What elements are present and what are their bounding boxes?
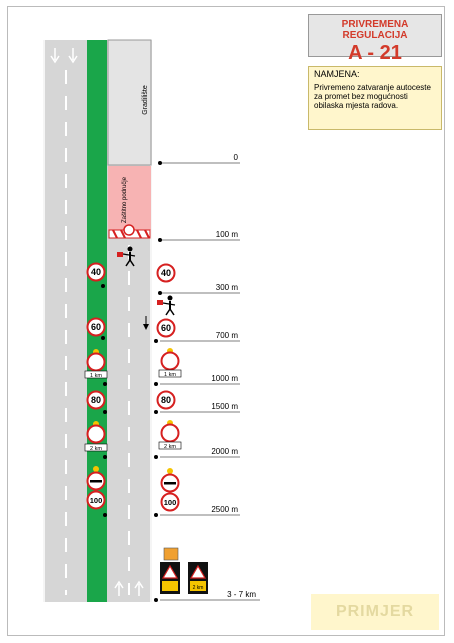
speed-limit-sign: 40 [86,262,106,282]
svg-text:1 km: 1 km [164,372,176,378]
distance-labels: 0 100 m 300 m 700 m 1000 m 1500 m 2000 m… [211,153,256,599]
speed-limit-sign: 60 [156,318,176,338]
svg-text:80: 80 [161,395,171,405]
distance-lines [160,162,260,601]
no-overtaking-sign: 1 km [84,349,108,379]
page-frame [7,6,445,636]
flagman-icon [117,246,136,267]
no-overtaking-sign: 2 km [158,420,182,450]
no-entry-sign [86,466,106,491]
no-overtaking-sign: 2 km [84,421,108,452]
svg-text:40: 40 [91,267,101,277]
distance-label: 3 - 7 km [227,590,256,599]
worksite-label: Gradilište [142,85,149,115]
title-box: PRIVREMENA REGULACIJA A - 21 [308,14,442,64]
svg-text:1 km: 1 km [90,373,102,379]
distance-label: 1500 m [211,402,238,411]
speed-limit-sign: 80 [86,390,106,410]
title-text: PRIVREMENA REGULACIJA [341,19,409,41]
speed-limit-sign: 60 [86,317,106,337]
purpose-text: Privremeno zatvaranje autoceste za prome… [314,83,431,110]
distance-label: 2000 m [211,447,238,456]
svg-text:40: 40 [161,268,171,278]
example-stamp: PRIMJER [311,594,439,630]
distance-label: 100 m [216,230,239,239]
no-entry-sign [160,468,180,493]
speed-limit-sign: 100 [160,492,180,512]
flagman-icon [157,295,176,316]
protected-zone-label: Zaštitno područje [122,176,128,223]
lane-arrow-icon [114,580,144,596]
svg-text:100: 100 [164,498,177,507]
purpose-box: NAMJENA: Privremeno zatvaranje autoceste… [308,66,442,130]
no-overtaking-sign: 1 km [158,348,182,378]
speed-limit-sign: 40 [156,263,176,283]
closed-road-sign-icon [123,224,135,236]
speed-limit-sign: 100 [86,490,106,510]
svg-text:60: 60 [161,323,171,333]
worksite-area [107,39,152,166]
scheme-code: A - 21 [348,42,402,64]
svg-text:100: 100 [90,496,103,505]
vms-trailer-icon [160,547,180,594]
distance-label: 0 [234,153,239,162]
distance-label: 300 m [216,283,239,292]
vms-trailer-icon: 2 km [188,562,208,594]
distance-label: 1000 m [211,374,238,383]
svg-text:2 km: 2 km [90,446,102,452]
svg-text:60: 60 [91,322,101,332]
svg-text:2 km: 2 km [164,444,176,450]
svg-text:2 km: 2 km [193,585,204,591]
distance-label: 700 m [216,331,239,340]
distance-label: 2500 m [211,505,238,514]
speed-limit-sign: 80 [156,390,176,410]
purpose-heading: NAMJENA: [314,69,360,79]
svg-text:80: 80 [91,395,101,405]
protected-zone [108,166,151,230]
lane-arrow-icon [50,48,78,64]
